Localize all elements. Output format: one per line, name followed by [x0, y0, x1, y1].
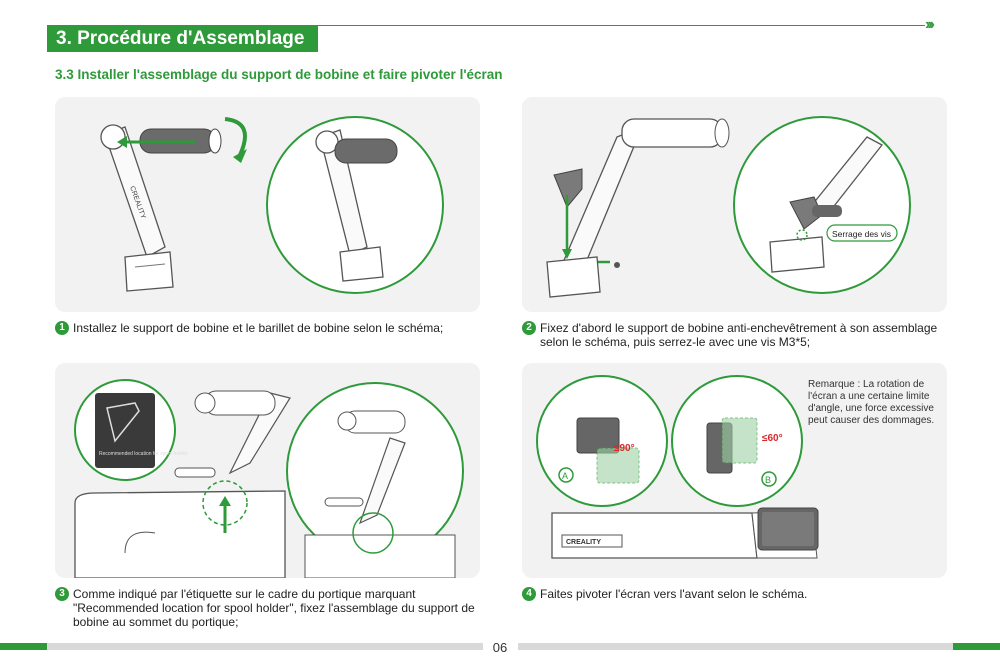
screw-callout: Serrage des vis: [832, 229, 891, 239]
footer-accent-left: [0, 643, 47, 650]
step-2-text: Fixez d'abord le support de bobine anti-…: [540, 321, 938, 349]
section-title: 3. Procédure d'Assemblage: [47, 25, 319, 52]
note-remark: Remarque : La rotation de l'écran a une …: [808, 379, 935, 426]
footer-bar-left: [47, 643, 483, 650]
printer-brand-label: CREALITY: [566, 539, 601, 546]
chevron-right-icon: ›››: [925, 16, 935, 33]
step-2-number: 2: [522, 321, 536, 335]
illustration-panel-1: CREALITY: [55, 97, 480, 312]
step-4-text: Faites pivoter l'écran vers l'avant selo…: [540, 587, 808, 601]
subsection-title: 3.3 Installer l'assemblage du support de…: [55, 67, 503, 82]
illustration-panel-3: Recommended location for spool holder: [55, 363, 480, 578]
angle-b-label: ≤60°: [762, 433, 783, 444]
angle-a-label: ≤90°: [614, 443, 635, 454]
marker-b: B: [765, 475, 771, 485]
anti-tangle-holder-illustration: Serrage des vis: [546, 116, 911, 298]
gantry-mount-illustration: Recommended location for spool holder: [74, 379, 464, 578]
step-1: 1 Installez le support de bobine et le ba…: [55, 321, 480, 335]
step-1-text: Installez le support de bobine et le bar…: [73, 321, 444, 335]
footer-accent-right: [953, 643, 1000, 650]
step-3-text: Comme indiqué par l'étiquette sur le cad…: [73, 587, 475, 629]
screen-rotation-illustration: CREALITY ≤90° A ≤60° B: [536, 375, 819, 559]
footer-bar-right: [518, 643, 953, 650]
marker-a: A: [562, 471, 568, 481]
step-4-number: 4: [522, 587, 536, 601]
step-1-number: 1: [55, 321, 69, 335]
spool-holder-install-illustration: CREALITY: [100, 116, 444, 294]
step-4: 4 Faites pivoter l'écran vers l'avant sel…: [522, 587, 947, 601]
sticker-label: Recommended location for spool holder: [99, 451, 188, 457]
step-2: 2 Fixez d'abord le support de bobine anti…: [522, 321, 947, 349]
step-3: 3 Comme indiqué par l'étiquette sur le ca…: [55, 587, 480, 629]
illustration-panel-4: CREALITY ≤90° A ≤60° B: [522, 363, 947, 578]
page-number: 06: [492, 640, 508, 655]
illustration-panel-2: Serrage des vis: [522, 97, 947, 312]
header-rule: [300, 25, 925, 26]
step-3-number: 3: [55, 587, 69, 601]
